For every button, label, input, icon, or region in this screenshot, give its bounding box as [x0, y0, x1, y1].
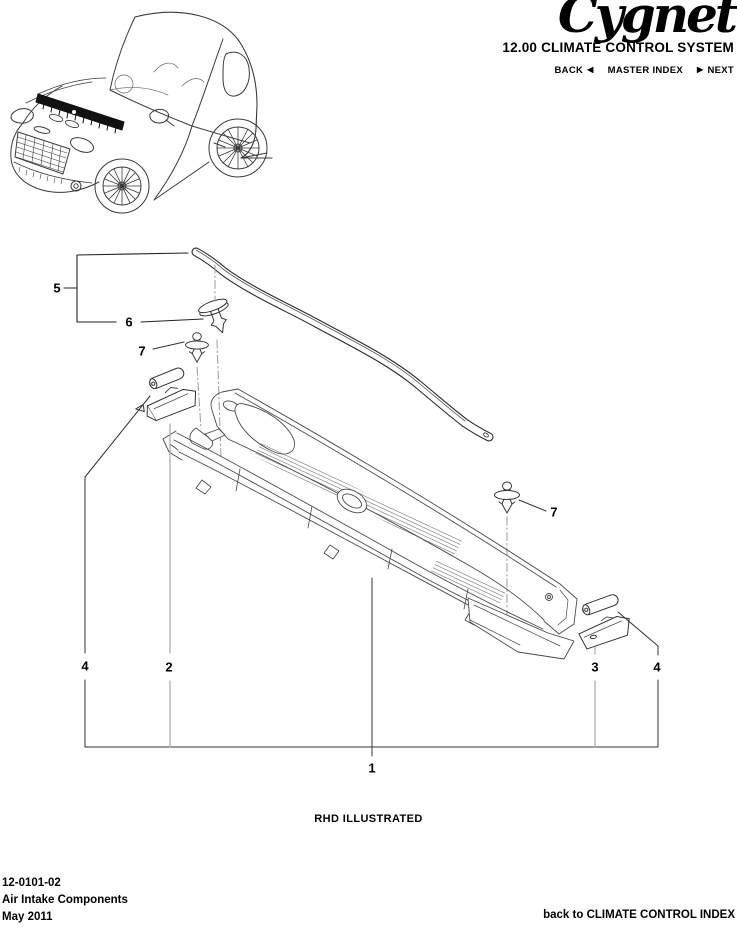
part-weatherstrip-seal [191, 247, 494, 442]
nav-master-index-link[interactable]: MASTER INDEX [607, 65, 683, 76]
part-bracket-3 [578, 615, 630, 650]
callout-2: 2 [165, 659, 173, 675]
cowl-highlight [35, 93, 125, 134]
back-arrow-icon[interactable]: ◀ [587, 65, 594, 74]
callout-5: 5 [53, 280, 61, 296]
callout-4-left: 4 [81, 658, 89, 674]
nav-back-link[interactable]: BACK [554, 65, 584, 76]
part-clip-7-right [494, 481, 520, 514]
part-pad-4-right [582, 594, 619, 616]
part-bracket-2 [135, 387, 197, 422]
vehicle-locator-illustration [10, 11, 273, 214]
page-title: 12.00 CLIMATE CONTROL SYSTEM [502, 40, 734, 55]
rear-wheel-icon [208, 118, 268, 178]
part-cowl-assembly [162, 388, 578, 660]
rhd-illustrated-note: RHD ILLUSTRATED [314, 813, 423, 825]
back-to-index-link[interactable]: back to CLIMATE CONTROL INDEX [543, 909, 735, 921]
document-date: May 2011 [2, 911, 53, 923]
part-clip-7-left [185, 332, 209, 363]
front-wheel-icon [94, 158, 150, 214]
footer-document-info: 12-0101-02 Air Intake Components May 201… [2, 875, 128, 926]
callout-1: 1 [368, 760, 376, 776]
document-number: 12-0101-02 [2, 877, 61, 889]
brand-logo: Cygnet [557, 0, 737, 44]
nav-next-link[interactable]: NEXT [707, 65, 734, 76]
callout-4-right: 4 [653, 659, 661, 675]
leader-lines-black [84, 341, 659, 757]
callout-3: 3 [591, 659, 599, 675]
alignment-lines [196, 264, 508, 618]
pdf-nav: BACK ◀ MASTER INDEX ▶ NEXT [555, 65, 735, 76]
callout-6: 6 [125, 314, 133, 330]
part-pad-4-left [149, 367, 185, 390]
callout-5-bracket [63, 252, 204, 323]
leader-lines-gray [169, 423, 596, 748]
part-clip-6 [198, 298, 229, 334]
document-title: Air Intake Components [2, 894, 128, 906]
callout-7-left: 7 [138, 343, 146, 359]
grille [14, 126, 71, 175]
callout-7-right: 7 [550, 504, 558, 520]
next-arrow-icon[interactable]: ▶ [697, 65, 704, 74]
